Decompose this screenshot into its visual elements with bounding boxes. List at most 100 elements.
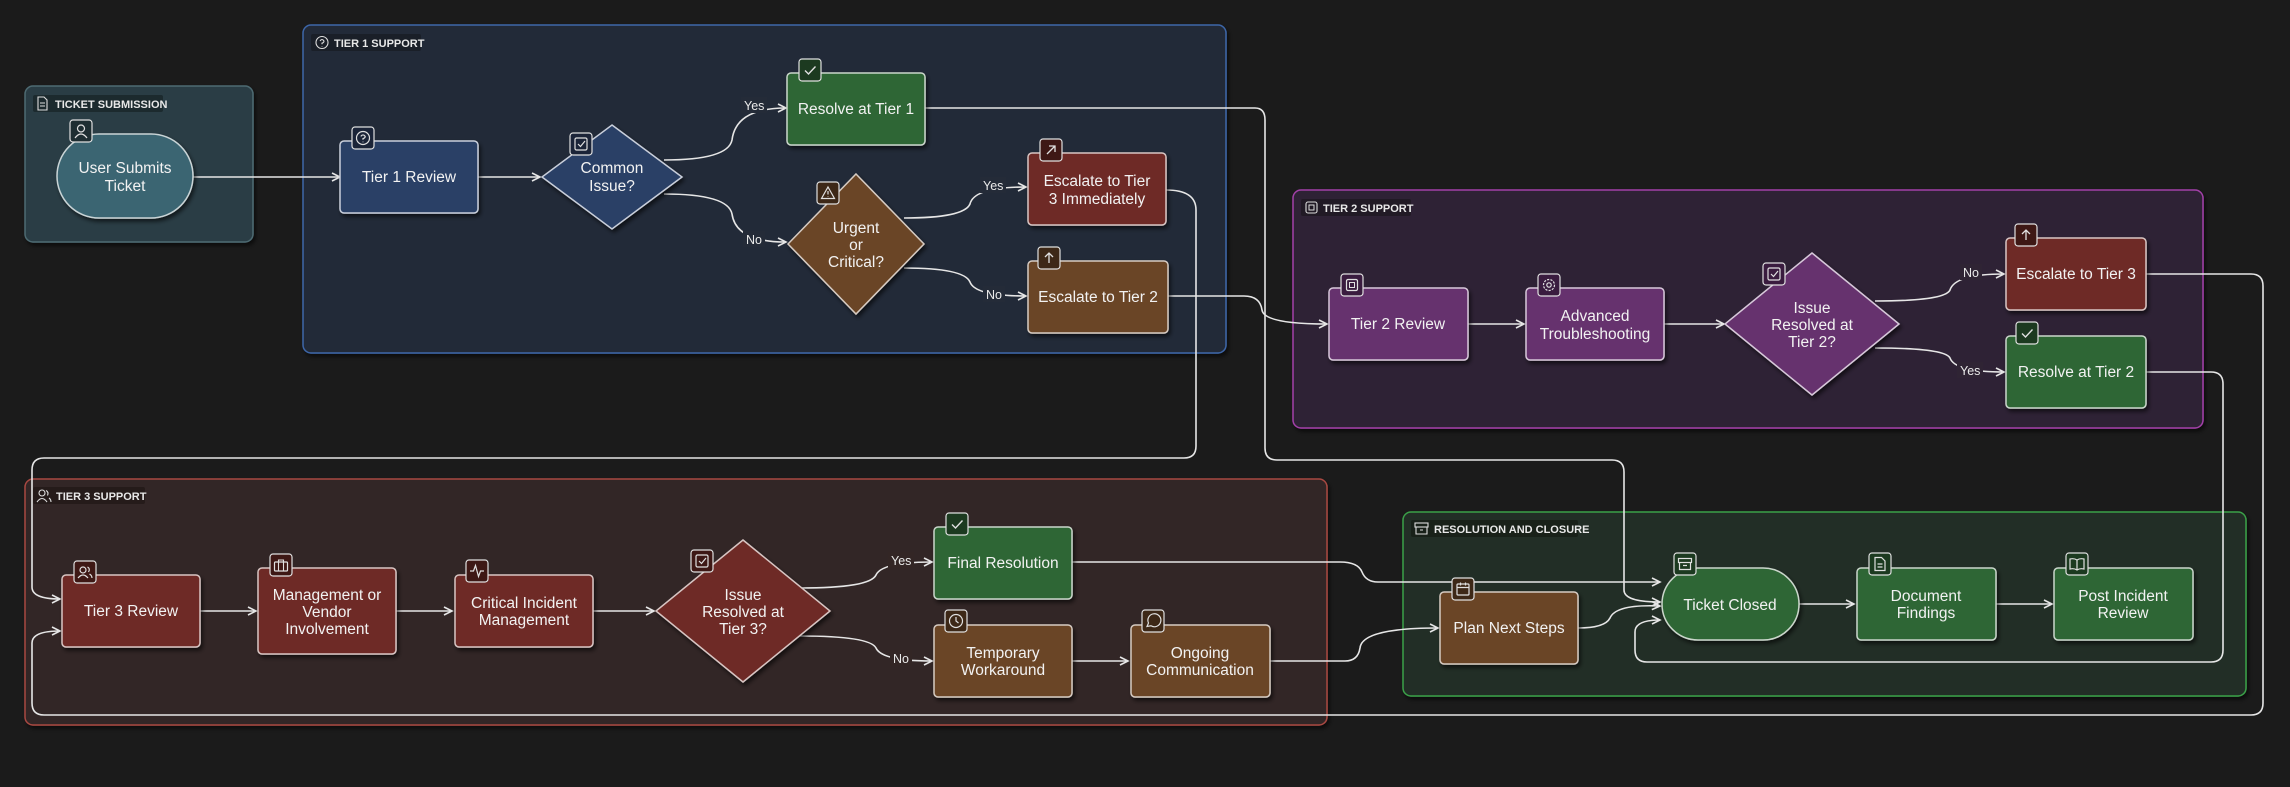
node-label-line: Management or (273, 587, 382, 604)
edge-label-yes: Yes (983, 179, 1003, 193)
help-circle-icon (315, 35, 329, 50)
node-label-line: Critical Incident (471, 595, 578, 612)
node-label-line: Resolve at Tier 1 (798, 101, 914, 118)
check-icon (2015, 321, 2039, 345)
node-label-line: Tier 2 Review (1351, 316, 1446, 333)
edge-label-no: No (986, 288, 1002, 302)
node-label-line: Findings (1897, 605, 1956, 622)
edge-ongoing-to-plan (1270, 623, 1440, 662)
check-icon (945, 512, 969, 536)
lane-title-tier3: TIER 3 SUPPORT (56, 491, 147, 503)
activity-icon (465, 559, 489, 583)
node-label-line: User Submits (78, 160, 171, 177)
edge-escalate-t3-now-to-tier3 (31, 189, 1197, 604)
node-label-line: Involvement (285, 621, 369, 638)
clock-icon (944, 609, 968, 633)
node-escalate-tier2[interactable]: Escalate to Tier 2 (1027, 246, 1169, 334)
file-icon (37, 96, 48, 111)
node-tier2-review[interactable]: Tier 2 Review (1328, 273, 1469, 361)
node-label-line: Escalate to Tier 2 (1038, 289, 1158, 306)
node-label-line: Advanced (1561, 308, 1630, 325)
node-label-line: Plan Next Steps (1453, 620, 1564, 637)
node-label-line: Common (581, 160, 644, 177)
edge-plan-to-closed (1577, 600, 1662, 629)
user-icon (69, 119, 93, 143)
node-resolve-at-tier2[interactable]: Resolve at Tier 2 (2005, 321, 2147, 409)
edge-final-to-closed (1072, 561, 1662, 587)
node-label-line: or (849, 237, 863, 254)
node-label-line: Issue? (589, 178, 635, 195)
node-ticket-closed[interactable]: Ticket Closed (1661, 552, 1800, 641)
node-label-line: Temporary (966, 645, 1039, 662)
node-label-line: Critical? (828, 254, 884, 271)
node-label-line: Final Resolution (947, 555, 1058, 572)
node-label-line: Document (1891, 588, 1962, 605)
arrow-up-icon (1037, 246, 1061, 270)
node-label-line: Urgent (833, 220, 880, 237)
node-label-line: Issue (724, 587, 761, 604)
check-icon (798, 58, 822, 82)
archive-icon (1673, 552, 1697, 576)
help-circle-icon (351, 126, 375, 150)
edge-labels: Yes No Yes No No Yes Yes No (741, 97, 1983, 666)
node-label-line: Resolved at (702, 604, 785, 621)
alert-triangle-icon (816, 181, 840, 205)
gear-icon (1537, 273, 1561, 297)
node-label-line: Vendor (302, 604, 351, 621)
node-resolve-at-tier1[interactable]: Resolve at Tier 1 (786, 58, 926, 146)
node-tier3-review[interactable]: Tier 3 Review (61, 560, 201, 648)
calendar-icon (1451, 577, 1475, 601)
node-label-line: Post Incident (2078, 588, 2168, 605)
node-tier1-review[interactable]: Tier 1 Review (339, 126, 479, 214)
book-open-icon (2065, 552, 2089, 576)
node-label-line: Tier 1 Review (362, 169, 457, 186)
briefcase-icon (269, 553, 293, 577)
node-label-line: Troubleshooting (1540, 326, 1651, 343)
node-label-line: Escalate to Tier 3 (2016, 266, 2136, 283)
lane-title-tier1: TIER 1 SUPPORT (334, 38, 425, 50)
node-label-line: Resolved at (1771, 317, 1854, 334)
node-escalate-tier3[interactable]: Escalate to Tier 3 (2005, 223, 2147, 311)
edge-label-yes: Yes (1960, 364, 1980, 378)
edge-label-no: No (1963, 266, 1979, 280)
node-label-line: Communication (1146, 662, 1254, 679)
edge-escalate-t3-to-tier3 (31, 273, 2264, 716)
node-final-resolution[interactable]: Final Resolution (933, 512, 1073, 600)
cpu-icon (1305, 201, 1318, 214)
check-square-icon (569, 132, 593, 156)
node-label-line: Management (479, 612, 570, 629)
node-label-line: Escalate to Tier (1044, 173, 1151, 190)
arrow-up-right-icon (1039, 138, 1063, 162)
arrow-up-icon (2014, 223, 2038, 247)
edge-resolve-t2-to-closed (1634, 371, 2224, 663)
node-label-line: Ticket (105, 178, 146, 195)
node-plan-next-steps[interactable]: Plan Next Steps (1439, 577, 1579, 665)
lane-title-submission: TICKET SUBMISSION (55, 99, 168, 111)
edge-label-no: No (746, 233, 762, 247)
